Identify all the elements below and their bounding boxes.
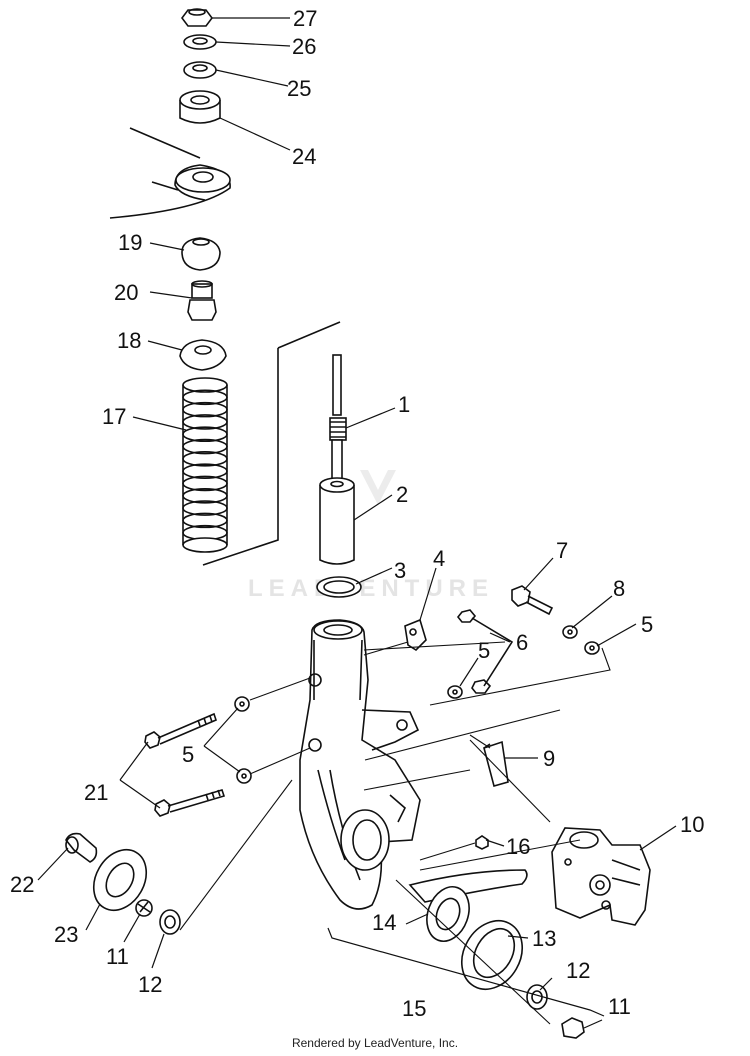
- callout-24: 24: [292, 144, 316, 169]
- callout-18: 18: [117, 328, 141, 353]
- part-25-washer: [183, 61, 217, 79]
- brake-disc-edge: [408, 869, 528, 903]
- part-11-nut-right: [561, 1017, 585, 1039]
- callout-5: 5: [641, 612, 653, 637]
- part-5-washer-lower: [234, 696, 252, 784]
- callout-22: 22: [10, 872, 34, 897]
- part-21-bolt: [144, 712, 226, 817]
- part-7-bolt: [511, 585, 554, 616]
- callout-21: 21: [84, 780, 108, 805]
- callout-27: 27: [293, 6, 317, 31]
- callout-13: 13: [532, 926, 556, 951]
- callout-leaders: [37, 17, 677, 1029]
- callout-labels: 27 26 25 24 19 20 18 17 1 2 3 4 7 8 5 6 …: [10, 6, 704, 1021]
- callout-12: 12: [566, 958, 590, 983]
- upper-mount: [109, 127, 231, 219]
- leader-spring-shock: [202, 348, 279, 566]
- part-11-nut: [135, 899, 153, 917]
- callout-3: 3: [394, 558, 406, 583]
- callout-15: 15: [402, 996, 426, 1021]
- callout-25: 25: [287, 76, 311, 101]
- part-6-nut: [456, 609, 514, 694]
- part-9-pad: [483, 740, 509, 787]
- callout-12: 12: [138, 972, 162, 997]
- part-18-retainer: [179, 339, 227, 371]
- part-23-seal: [92, 849, 148, 911]
- part-4-bracket: [404, 618, 427, 652]
- spring-outline: [182, 385, 228, 545]
- callout-6: 6: [516, 630, 528, 655]
- callout-4: 4: [433, 546, 445, 571]
- part-3-seal: [316, 576, 362, 598]
- callout-7: 7: [556, 538, 568, 563]
- callout-19: 19: [118, 230, 142, 255]
- part-19-cup: [181, 237, 221, 271]
- callout-5: 5: [478, 638, 490, 663]
- callout-26: 26: [292, 34, 316, 59]
- callout-20: 20: [114, 280, 138, 305]
- callout-17: 17: [102, 404, 126, 429]
- part-1-shock-rod: [329, 354, 347, 486]
- part-10-caliper: [551, 827, 651, 926]
- part-12-washer: [159, 909, 181, 935]
- part-14-bearing: [426, 886, 470, 942]
- callout-8: 8: [613, 576, 625, 601]
- watermark: LEADVENTURE: [248, 470, 494, 602]
- part-5-washer: [447, 641, 600, 699]
- spring-coil: [182, 537, 228, 553]
- callout-10: 10: [680, 812, 704, 837]
- part-13-race: [461, 920, 523, 990]
- part-12-washer-right: [526, 984, 548, 1010]
- callout-23: 23: [54, 922, 78, 947]
- callout-2: 2: [396, 482, 408, 507]
- callout-16: 16: [506, 834, 530, 859]
- part-16-bleeder: [475, 835, 489, 850]
- part-26-washer: [183, 34, 217, 50]
- part-22-cap: [65, 832, 98, 863]
- part-2-shock-body: [319, 477, 355, 565]
- footer-credit: Rendered by LeadVenture, Inc.: [291, 1036, 459, 1050]
- assembly-guide-lines: [179, 641, 611, 1025]
- callout-5: 5: [182, 742, 194, 767]
- part-8-washer: [562, 625, 578, 639]
- spindle-knuckle: [299, 619, 421, 910]
- callout-9: 9: [543, 746, 555, 771]
- part-17-spring: [182, 377, 228, 553]
- watermark-text: LEADVENTURE: [248, 575, 494, 602]
- part-20-adjuster: [187, 280, 217, 321]
- part-27-nut: [181, 8, 213, 27]
- callout-14: 14: [372, 910, 396, 935]
- callout-11: 11: [106, 944, 129, 969]
- callout-11: 11: [608, 994, 631, 1019]
- part-24-bushing: [179, 90, 221, 124]
- callout-1: 1: [398, 392, 410, 417]
